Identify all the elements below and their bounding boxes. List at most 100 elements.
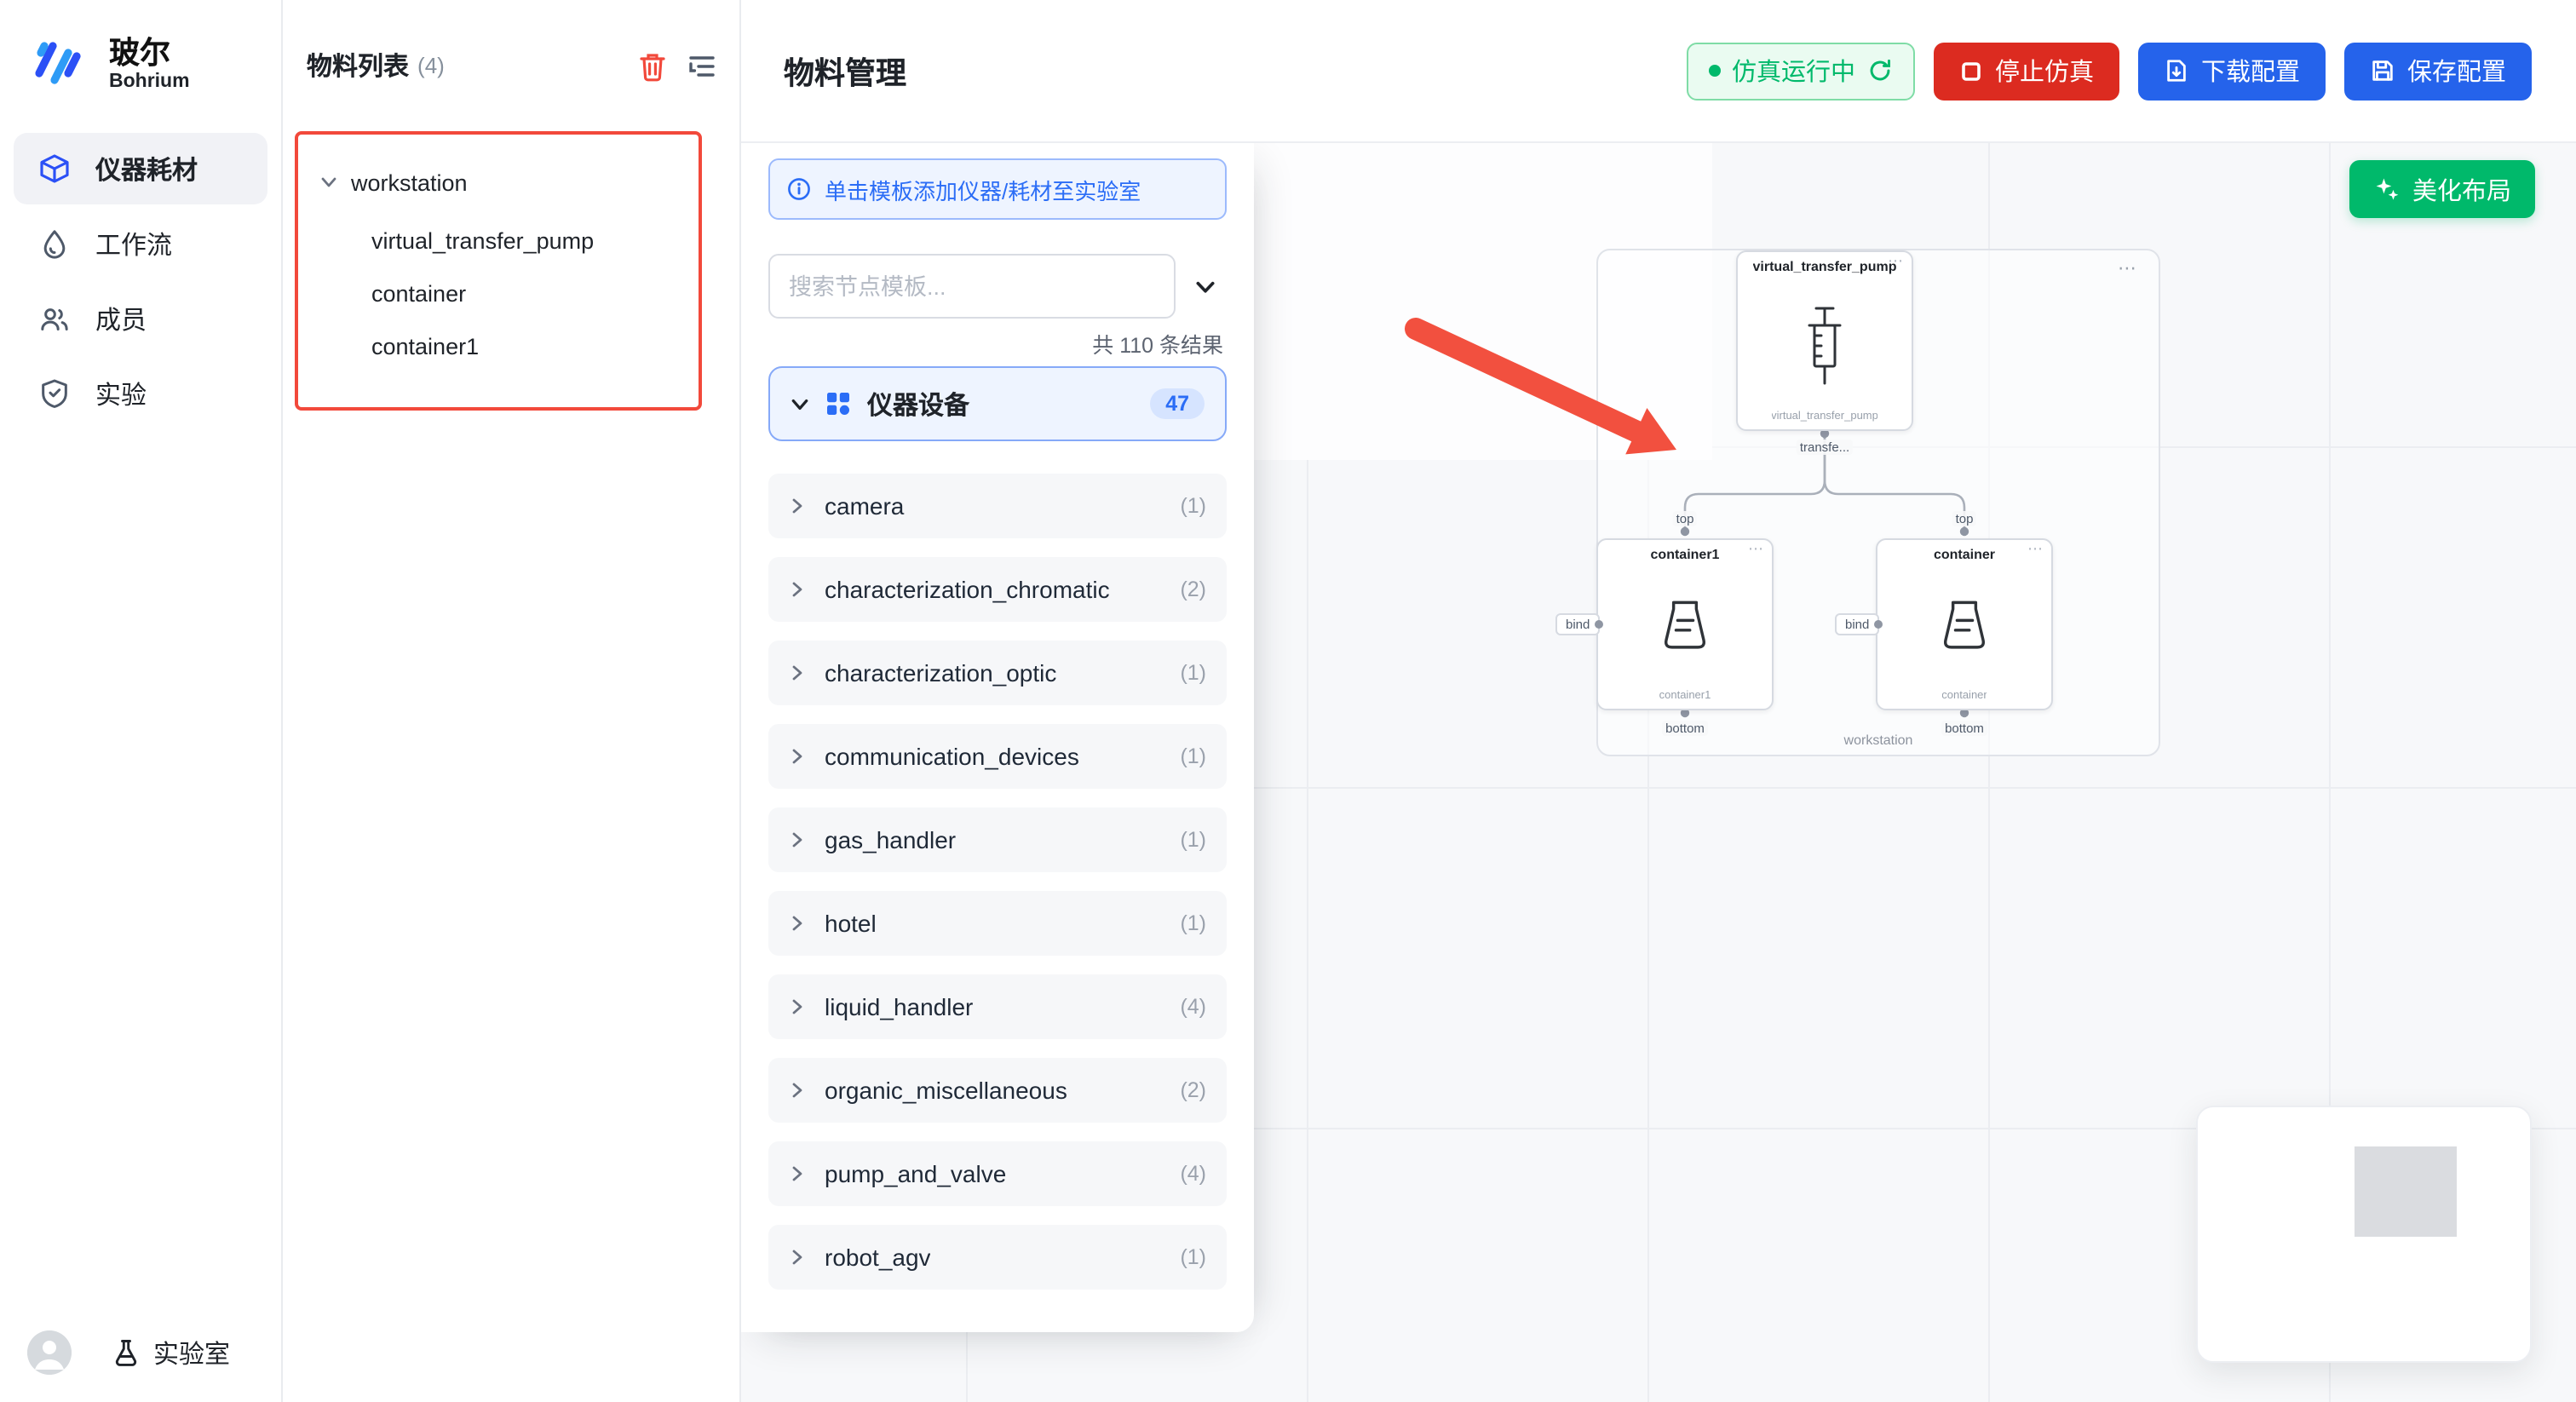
brand-text: 玻尔 Bohrium — [109, 33, 190, 93]
node-menu-icon[interactable]: ⋯ — [1888, 252, 1903, 269]
template-item-hotel[interactable]: hotel(1) — [768, 891, 1227, 956]
chevron-right-icon — [789, 497, 806, 514]
chevron-right-icon — [789, 831, 806, 848]
flask-icon — [111, 1337, 141, 1368]
tree-item-workstation[interactable]: workstation — [298, 158, 697, 206]
tree-item-container1[interactable]: container1 — [298, 322, 697, 370]
sidebar-item-label: 工作流 — [95, 231, 173, 260]
port-label-bottom-left[interactable]: bottom — [1662, 721, 1708, 736]
node-sub-label: container1 — [1659, 690, 1711, 702]
category-instruments[interactable]: 仪器设备 47 — [768, 366, 1227, 441]
port-label-top-right[interactable]: top — [1952, 511, 1977, 526]
simulation-status-pill[interactable]: 仿真运行中 — [1686, 42, 1915, 100]
sidebar-nav: 仪器耗材 工作流 成员 — [0, 133, 281, 429]
lab-switcher[interactable]: 实验室 — [111, 1335, 230, 1370]
search-row — [768, 254, 1227, 319]
chevron-right-icon — [789, 748, 806, 765]
sidebar-item-workflow[interactable]: 工作流 — [14, 208, 267, 279]
avatar[interactable] — [27, 1330, 72, 1375]
template-item-organic-miscellaneous[interactable]: organic_miscellaneous(2) — [768, 1058, 1227, 1123]
experiment-shield-icon — [37, 376, 72, 411]
tree-item-virtual-transfer-pump[interactable]: virtual_transfer_pump — [298, 216, 697, 264]
template-item-robot-agv[interactable]: robot_agv(1) — [768, 1225, 1227, 1290]
template-item-communication-devices[interactable]: communication_devices(1) — [768, 724, 1227, 789]
port-label-top-left[interactable]: top — [1672, 511, 1698, 526]
save-label: 保存配置 — [2407, 60, 2506, 87]
sidebar-item-label: 仪器耗材 — [95, 156, 198, 185]
refresh-icon[interactable] — [1867, 58, 1893, 83]
brand-subtitle: Bohrium — [109, 71, 190, 91]
workstation-group-label: workstation — [1843, 733, 1913, 748]
tree-item-label: virtual_transfer_pump — [371, 227, 595, 253]
template-item-gas-handler[interactable]: gas_handler(1) — [768, 807, 1227, 872]
node-virtual-transfer-pump[interactable]: ⋯ virtual_transfer_pump virtual_transfer… — [1736, 250, 1913, 431]
template-item-camera[interactable]: camera(1) — [768, 474, 1227, 538]
chevron-right-icon — [789, 1082, 806, 1099]
minimap-viewport[interactable] — [2355, 1146, 2457, 1237]
template-item-characterization-chromatic[interactable]: characterization_chromatic(2) — [768, 557, 1227, 622]
node-container[interactable]: ⋯ container container — [1876, 538, 2053, 710]
status-dot — [1708, 65, 1720, 77]
syringe-icon — [1803, 274, 1847, 411]
materials-panel: 物料列表 (4) workstatio — [283, 0, 741, 1402]
topbar: 物料管理 仿真运行中 停止仿真 下载配置 — [741, 0, 2576, 143]
minimap[interactable] — [2196, 1106, 2532, 1363]
bohrium-logo-icon — [35, 42, 81, 84]
sidebar-item-members[interactable]: 成员 — [14, 283, 267, 354]
template-item-characterization-optic[interactable]: characterization_optic(1) — [768, 641, 1227, 705]
chevron-down-icon — [791, 394, 809, 413]
chevron-right-icon — [789, 1249, 806, 1266]
group-menu-icon[interactable]: ⋯ — [2118, 259, 2138, 279]
chevron-down-icon — [1195, 280, 1214, 292]
category-label: 仪器设备 — [867, 391, 970, 420]
template-item-liquid-handler[interactable]: liquid_handler(4) — [768, 974, 1227, 1039]
node-sub-label: container — [1941, 690, 1987, 702]
materials-actions — [635, 49, 719, 83]
port-label-transfer[interactable]: transfe... — [1796, 440, 1854, 455]
members-icon — [37, 302, 72, 336]
bind-port-right[interactable]: bind — [1835, 613, 1883, 635]
port-label-bottom-right[interactable]: bottom — [1941, 721, 1987, 736]
brand-name: 玻尔 — [109, 35, 170, 69]
beautify-layout-button[interactable]: 美化布局 — [2349, 160, 2535, 218]
info-icon — [788, 178, 810, 200]
stop-label: 停止仿真 — [1995, 60, 2094, 87]
workflow-icon — [37, 227, 72, 261]
save-config-button[interactable]: 保存配置 — [2344, 42, 2532, 100]
topbar-actions: 仿真运行中 停止仿真 下载配置 — [1686, 42, 2532, 100]
node-menu-icon[interactable]: ⋯ — [2027, 540, 2043, 557]
chevron-right-icon — [789, 915, 806, 932]
tree-item-container[interactable]: container — [298, 269, 697, 317]
flow-canvas[interactable]: 单击模板添加仪器/耗材至实验室 共 110 条结果 — [741, 143, 2576, 1402]
brand-logo[interactable]: 玻尔 Bohrium — [0, 0, 281, 95]
category-count-badge: 47 — [1150, 388, 1205, 419]
hint-banner-text: 单击模板添加仪器/耗材至实验室 — [825, 178, 1141, 204]
beaker-icon — [1929, 562, 2000, 690]
delete-material-button[interactable] — [635, 49, 670, 83]
search-input[interactable] — [768, 254, 1176, 319]
materials-count: (4) — [417, 53, 445, 78]
flow-diagram: ⋯ workstation ⋯ virtual_transfer_pump — [741, 143, 2576, 1402]
chevron-right-icon — [789, 1165, 806, 1182]
materials-tree: workstation virtual_transfer_pump contai… — [298, 158, 697, 375]
download-config-button[interactable]: 下载配置 — [2138, 42, 2326, 100]
sidebar-item-instruments[interactable]: 仪器耗材 — [14, 133, 267, 204]
beaker-icon — [1649, 562, 1721, 690]
stop-simulation-button[interactable]: 停止仿真 — [1934, 42, 2119, 100]
node-container1[interactable]: ⋯ container1 container1 — [1596, 538, 1774, 710]
page-title: 物料管理 — [784, 55, 906, 89]
template-item-pump-and-valve[interactable]: pump_and_valve(4) — [768, 1141, 1227, 1206]
collapse-all-button[interactable] — [1182, 264, 1227, 308]
sidebar-item-experiments[interactable]: 实验 — [14, 358, 267, 429]
chevron-down-icon — [320, 174, 337, 191]
node-sub-label: virtual_transfer_pump — [1771, 411, 1878, 422]
hint-banner: 单击模板添加仪器/耗材至实验室 — [768, 158, 1227, 220]
status-label: 仿真运行中 — [1732, 60, 1855, 87]
bind-port-left[interactable]: bind — [1555, 613, 1604, 635]
templates-panel: 单击模板添加仪器/耗材至实验室 共 110 条结果 — [741, 143, 1254, 1332]
collapse-tree-button[interactable] — [685, 49, 719, 83]
node-menu-icon[interactable]: ⋯ — [1748, 540, 1763, 557]
tree-item-label: workstation — [351, 170, 468, 195]
person-icon — [27, 1330, 72, 1375]
